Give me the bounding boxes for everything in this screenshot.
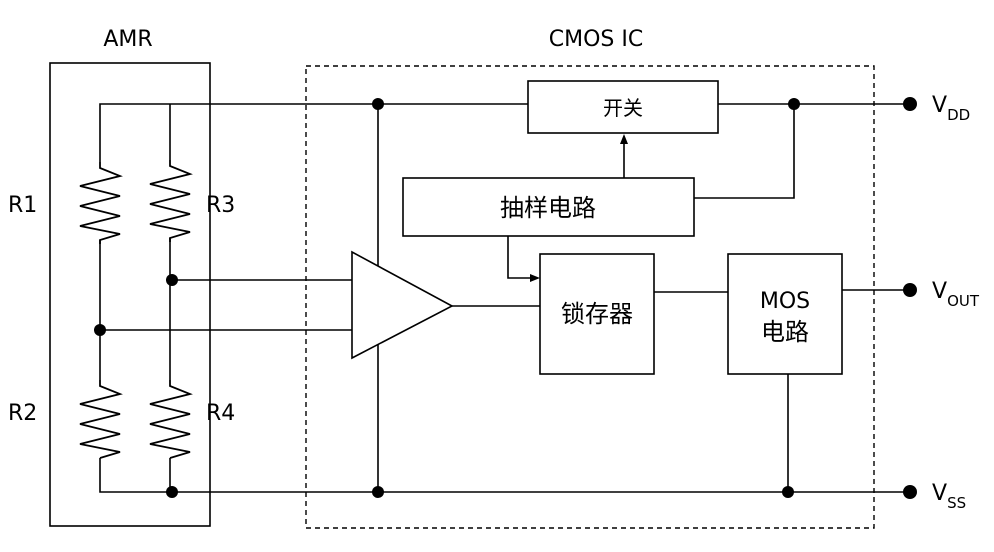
vss-terminal bbox=[903, 485, 917, 499]
vss-subscript: SS bbox=[947, 494, 966, 512]
vss-label: VSS bbox=[932, 481, 966, 512]
vout-terminal bbox=[903, 283, 917, 297]
mos-circuit-block bbox=[727, 253, 843, 375]
sampling-circuit-label: 抽样电路 bbox=[500, 194, 596, 222]
vss-main: V bbox=[932, 481, 947, 506]
cmos-ic-boundary bbox=[305, 65, 875, 529]
vout-main: V bbox=[932, 279, 947, 304]
vdd-main: V bbox=[932, 93, 947, 118]
comparator-triangle bbox=[351, 250, 454, 360]
cmos-ic-label: CMOS IC bbox=[549, 27, 643, 52]
vdd-terminal bbox=[903, 97, 917, 111]
sampling-circuit-block bbox=[402, 177, 695, 237]
mos-label-line2: 电路 bbox=[761, 318, 809, 346]
vout-subscript: OUT bbox=[947, 292, 980, 310]
latch-label: 锁存器 bbox=[561, 300, 633, 328]
r4-label: R4 bbox=[206, 401, 235, 426]
vdd-label: VDD bbox=[932, 93, 970, 124]
amr-label: AMR bbox=[103, 27, 152, 52]
r1-label: R1 bbox=[8, 193, 37, 218]
amr-enclosure bbox=[49, 62, 211, 527]
resistor-r2 bbox=[79, 380, 123, 459]
junction-dots bbox=[94, 98, 800, 498]
switch-label: 开关 bbox=[603, 96, 643, 120]
switch-block bbox=[527, 80, 719, 134]
r2-label: R2 bbox=[8, 401, 37, 426]
r3-label: R3 bbox=[206, 193, 235, 218]
resistor-r3 bbox=[149, 160, 193, 242]
latch-block bbox=[539, 253, 655, 375]
vout-label: VOUT bbox=[932, 279, 980, 310]
mos-label-line1: MOS bbox=[760, 289, 810, 314]
vdd-subscript: DD bbox=[947, 106, 970, 124]
resistor-r1 bbox=[79, 162, 123, 244]
resistor-r4 bbox=[149, 380, 193, 459]
